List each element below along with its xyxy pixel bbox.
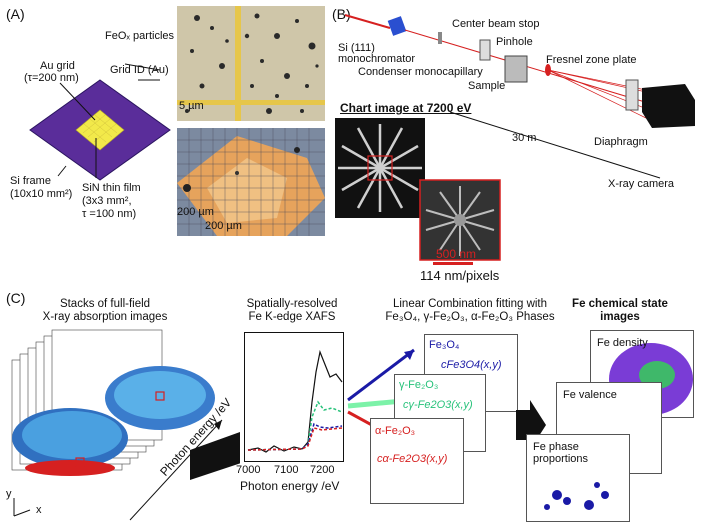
si-frame-schematic <box>29 63 171 181</box>
map-fe-phase: Fe phase proportions <box>526 434 630 522</box>
scale-bar-5um: 5 µm <box>179 100 204 112</box>
au-grid-thickness: (τ=200 nm) <box>24 72 79 84</box>
image-stack-illustration <box>11 329 240 521</box>
scale-bar-200um-1: 200 µm <box>177 206 214 218</box>
pinhole-label: Pinhole <box>496 36 533 48</box>
xafs-xlabel: Photon energy /eV <box>240 479 340 493</box>
xafs-tick-3: 7200 <box>310 464 335 476</box>
scale-bar-200um-2: 200 µm <box>205 220 242 232</box>
phase-fe3o4: Fe₃O₄ <box>429 339 460 351</box>
inset-scale-bar: 500 nm <box>436 247 477 261</box>
condenser-label: Condenser monocapillary <box>358 66 483 78</box>
panel-label-b: (B) <box>332 6 351 22</box>
map-label-density: Fe density <box>597 337 648 349</box>
axis-x-label: x <box>36 504 42 516</box>
monochromator-label: monochromator <box>338 53 416 65</box>
phase-afe2o3: α-Fe₂O₃ <box>375 425 416 437</box>
map-label-phase-2: proportions <box>533 453 589 465</box>
optical-image-particles: 5 µm <box>177 6 325 121</box>
map-label-phase-1: Fe phase <box>533 441 579 453</box>
fresnel-label: Fresnel zone plate <box>546 54 637 66</box>
map-label-valence: Fe valence <box>563 389 617 401</box>
chart-image-title: Chart image at 7200 eV <box>340 101 472 115</box>
si-frame-size: (10x10 mm²) <box>10 188 73 200</box>
xafs-spectrum-plot <box>244 332 344 462</box>
lcf-title: Linear Combination fitting with Fe₃O₄, γ… <box>385 298 555 323</box>
panel-label-a: (A) <box>6 6 25 22</box>
chem-title: Fe chemical state images <box>572 298 668 323</box>
xafs-tick-2: 7100 <box>274 464 299 476</box>
arrow-to-chem <box>516 400 546 450</box>
sin-film-thickness: τ =100 nm) <box>82 208 137 220</box>
camera-label: X-ray camera <box>608 178 675 190</box>
diaphragm-label: Diaphragm <box>594 136 648 148</box>
feox-label: FeOₓ particles <box>105 30 175 42</box>
distance-label: 30 m <box>512 132 537 144</box>
si111-label: Si (111) <box>338 42 375 54</box>
coef-fe3o4: cFe3O4(x,y) <box>441 359 502 371</box>
au-grid-label: Au grid <box>40 60 75 72</box>
coef-afe2o3: cα-Fe2O3(x,y) <box>377 453 448 465</box>
panel-label-c: (C) <box>6 290 26 306</box>
map-afe2o3: α-Fe₂O₃ cα-Fe2O3(x,y) <box>370 418 464 504</box>
coef-gfe2o3: cγ-Fe2O3(x,y) <box>403 399 473 411</box>
sin-film-label: SiN thin film <box>82 182 141 194</box>
center-beam-stop-label: Center beam stop <box>452 18 540 30</box>
phase-gfe2o3: γ-Fe₂O₃ <box>399 379 439 391</box>
stacks-title: Stacks of full-field X-ray absorption im… <box>42 298 168 323</box>
optical-image-grid: 200 µm 200 µm <box>177 128 325 236</box>
txm-beamline-schematic <box>335 14 695 265</box>
si-frame-label: Si frame <box>10 175 51 187</box>
sample-label: Sample <box>468 80 506 92</box>
pixel-size-label: 114 nm/pixels <box>420 268 500 283</box>
axis-y-label: y <box>6 488 12 500</box>
xafs-title: Spatially-resolved Fe K-edge XAFS <box>246 298 338 323</box>
grid-id-label: Grid ID (Au) <box>110 64 169 76</box>
xafs-tick-1: 7000 <box>236 464 261 476</box>
sin-film-size: (3x3 mm², <box>82 195 132 207</box>
